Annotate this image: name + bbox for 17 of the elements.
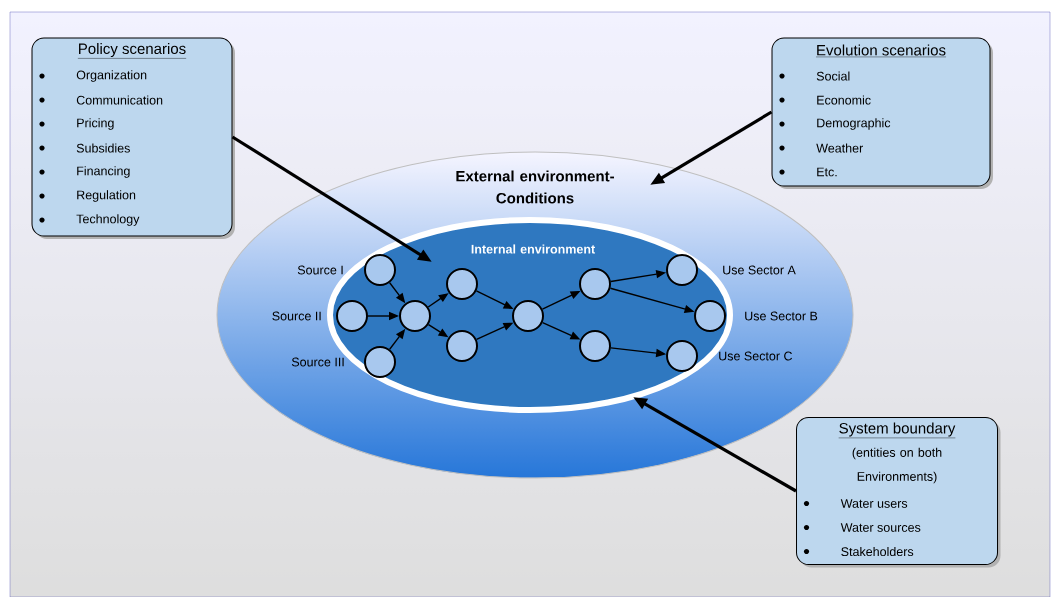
network-node xyxy=(666,254,698,286)
network-node xyxy=(336,300,368,332)
callout-box: System boundary (entities on both Environments) Water users Water sources Stakeholders xyxy=(796,417,1001,568)
scenario-box: Evolution scenarios Social Economic Demographic Weather Etc. xyxy=(771,37,993,189)
network-node xyxy=(399,300,431,332)
node-label: Source II xyxy=(272,311,321,321)
network-node xyxy=(364,254,396,286)
scenario-box: Policy scenarios Organization Communication Pricing Subsidies Financing Regulation Technology xyxy=(31,37,235,239)
node-label: Use Sector B xyxy=(745,311,818,321)
network-node xyxy=(579,330,611,362)
network-node xyxy=(446,330,478,362)
network-node xyxy=(579,268,611,300)
network-node xyxy=(446,268,478,300)
network-node xyxy=(364,346,396,378)
network-node xyxy=(694,300,726,332)
network-node xyxy=(666,340,698,372)
network-node xyxy=(512,300,544,332)
